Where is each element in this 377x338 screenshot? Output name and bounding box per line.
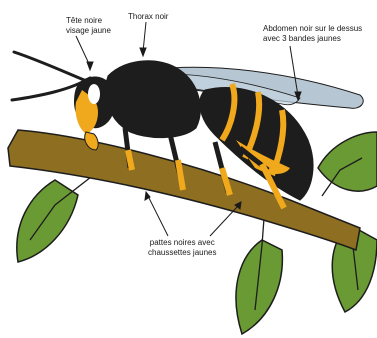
head-label: Tête noire visage jaune [66, 16, 111, 35]
arrow-thorax [140, 22, 146, 56]
arrow-head [76, 36, 93, 70]
legs-label: pattes noires avec chaussettes jaunes [148, 238, 217, 257]
leaf-right-upper [318, 132, 377, 196]
leaf-left [17, 170, 100, 262]
thorax-label: Thorax noir [128, 12, 168, 22]
arrow-legs-left [145, 192, 168, 236]
abdomen-label: Abdomen noir sur le dessus avec 3 bandes… [263, 24, 362, 43]
